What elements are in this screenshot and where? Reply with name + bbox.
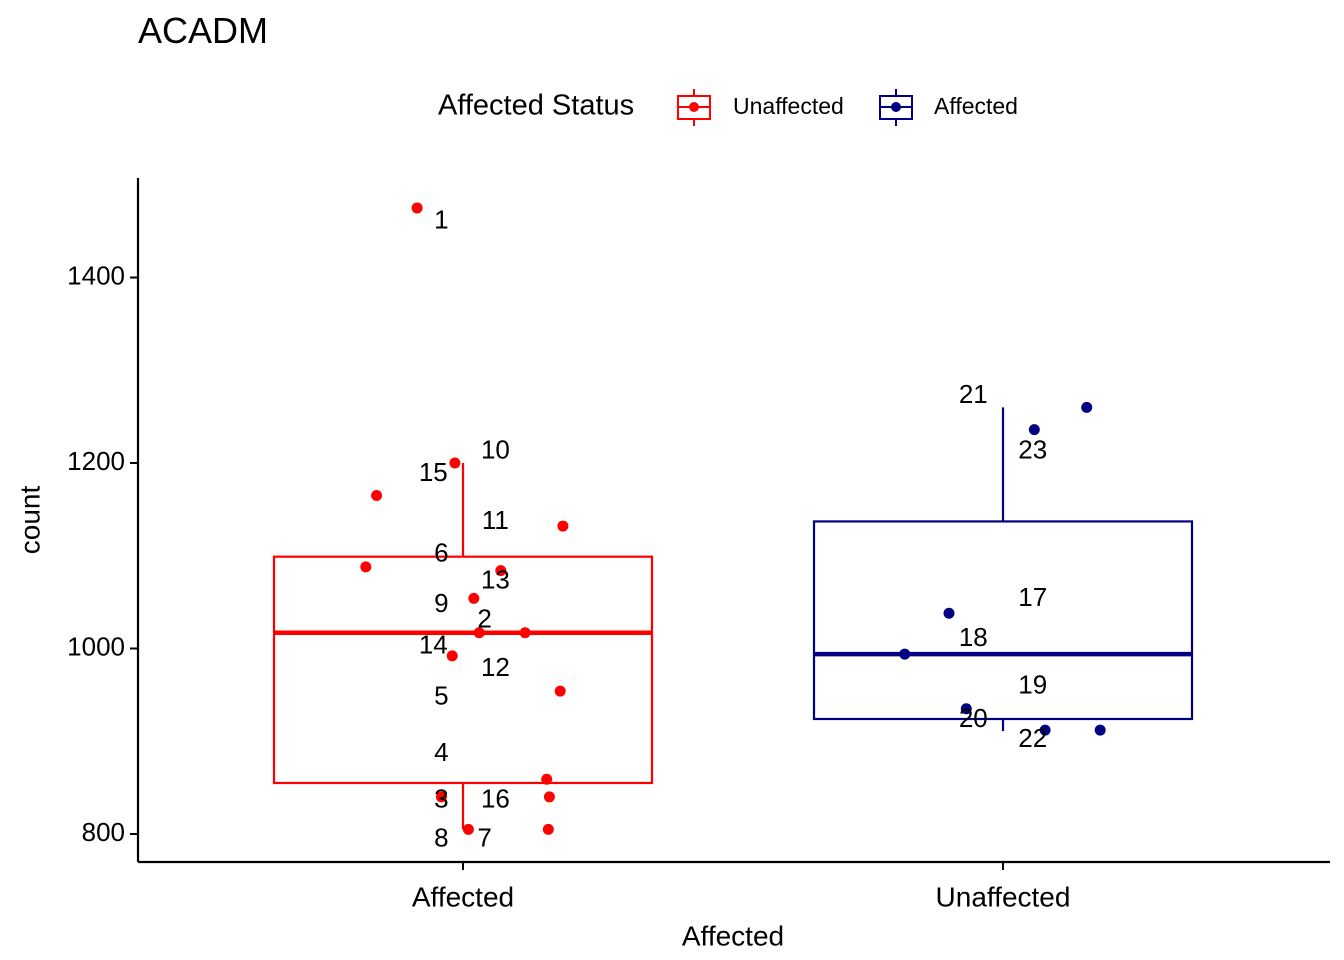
data-point — [519, 627, 531, 639]
point-label: 12 — [481, 652, 510, 682]
data-point — [1039, 724, 1051, 736]
point-label: 8 — [434, 822, 448, 852]
point-label: 19 — [1018, 669, 1047, 699]
data-point — [542, 823, 554, 835]
point-label: 4 — [434, 737, 448, 767]
point-label: 3 — [434, 783, 448, 813]
data-point — [360, 561, 372, 573]
point-label: 13 — [481, 565, 510, 595]
point-label: 22 — [1018, 723, 1047, 753]
y-axis-title: count — [14, 486, 45, 555]
box-unaffected — [812, 407, 1194, 732]
legend-key — [677, 89, 711, 126]
box-body — [812, 520, 1194, 721]
point-label: 7 — [477, 822, 491, 852]
point-label: 2 — [477, 604, 491, 634]
point-label: 20 — [959, 703, 988, 733]
data-point — [943, 607, 955, 619]
point-label: 15 — [419, 457, 448, 487]
data-point — [541, 773, 553, 785]
point-label: 14 — [419, 630, 448, 660]
legend: Affected Status Unaffected Affected — [438, 89, 1018, 126]
legend-key-point — [689, 102, 699, 112]
y-tick-label: 1000 — [67, 631, 125, 661]
data-point — [1094, 724, 1106, 736]
data-point — [495, 565, 507, 577]
point-label: 10 — [481, 435, 510, 465]
data-point — [411, 202, 423, 214]
data-point — [446, 650, 458, 662]
point-label: 5 — [434, 681, 448, 711]
point-label: 1 — [434, 205, 448, 235]
point-label: 16 — [481, 783, 510, 813]
data-point — [462, 823, 474, 835]
y-tick-label: 800 — [82, 817, 125, 847]
point-label: 21 — [959, 379, 988, 409]
data-point — [1028, 424, 1040, 436]
y-tick-label: 1200 — [67, 446, 125, 476]
x-tick-label: Unaffected — [936, 881, 1071, 912]
point-label: 17 — [1018, 582, 1047, 612]
legend-label: Affected — [934, 93, 1018, 119]
legend-key — [879, 89, 913, 126]
legend-label: Unaffected — [733, 93, 844, 119]
data-point — [468, 592, 480, 604]
chart-title: ACADM — [138, 10, 269, 51]
box-affected — [272, 463, 654, 830]
y-tick-label: 1400 — [67, 260, 125, 290]
data-point — [1081, 401, 1093, 413]
data-point — [543, 791, 555, 803]
data-point — [449, 457, 461, 469]
data-point — [554, 685, 566, 697]
point-label: 18 — [959, 622, 988, 652]
box-body — [272, 555, 654, 785]
point-label: 23 — [1018, 435, 1047, 465]
data-point — [435, 791, 447, 803]
legend-key-point — [891, 102, 901, 112]
data-point — [557, 520, 569, 532]
point-label: 6 — [434, 538, 448, 568]
data-point — [960, 703, 972, 715]
data-point — [473, 627, 485, 639]
legend-title: Affected Status — [438, 90, 634, 122]
x-axis-title: Affected — [682, 920, 784, 951]
point-label: 11 — [482, 505, 509, 535]
data-point — [371, 489, 383, 501]
x-tick-label: Affected — [412, 881, 514, 912]
data-point — [899, 648, 911, 660]
point-label: 9 — [434, 588, 448, 618]
